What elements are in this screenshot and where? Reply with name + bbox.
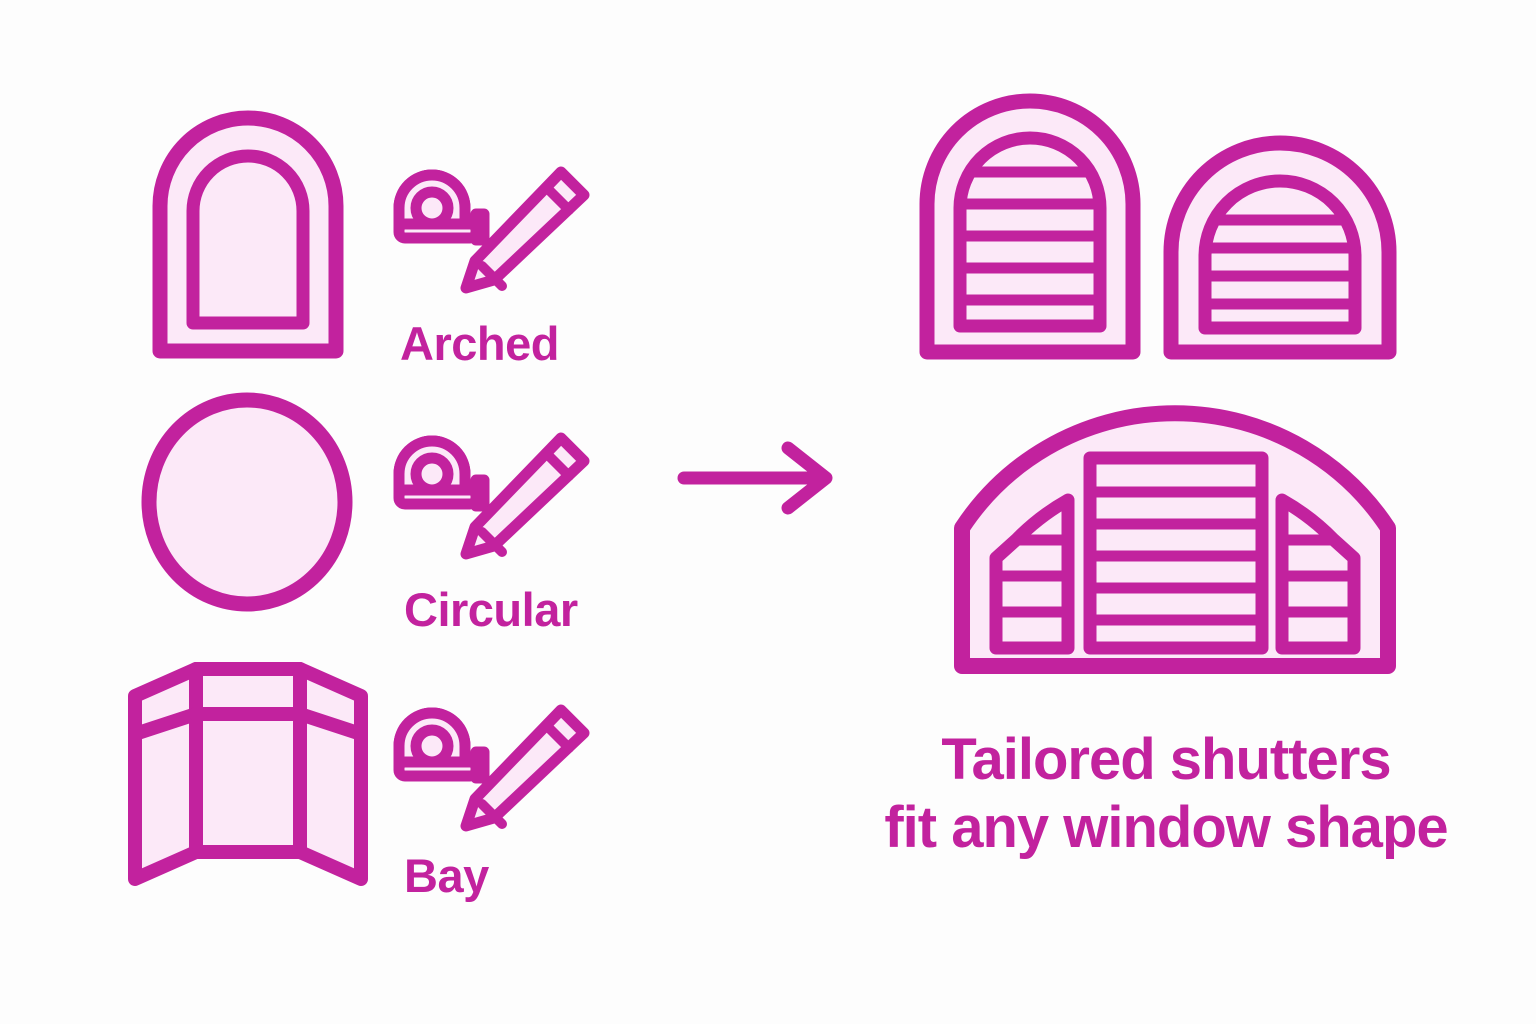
arched-window-icon xyxy=(148,108,348,363)
tape-measure-icon xyxy=(393,169,490,246)
shape-label-circular: Circular xyxy=(404,583,578,636)
arched-shutter-tall xyxy=(916,93,1144,366)
measure-tools-bay xyxy=(386,700,601,835)
pencil-icon xyxy=(460,432,590,560)
pencil-icon xyxy=(460,166,590,294)
pencil-icon xyxy=(460,704,590,832)
arched-shutter-round xyxy=(1160,134,1400,366)
headline-line-2: fit any window shape xyxy=(884,794,1448,860)
measure-tools-circular xyxy=(386,428,601,563)
headline-line-1: Tailored shutters xyxy=(941,727,1391,792)
tape-measure-icon xyxy=(393,707,490,784)
segmental-arch-shutter-wide xyxy=(950,400,1400,680)
tape-measure-icon xyxy=(393,435,490,512)
circular-window-icon xyxy=(140,392,355,612)
measure-tools-arched xyxy=(386,162,601,297)
shape-label-bay: Bay xyxy=(404,849,489,902)
right-arrow-icon xyxy=(676,438,846,518)
bay-window-icon xyxy=(124,658,372,890)
shape-label-arched: Arched xyxy=(400,317,559,370)
headline: Tailored shutters fit any window shape xyxy=(836,726,1496,862)
